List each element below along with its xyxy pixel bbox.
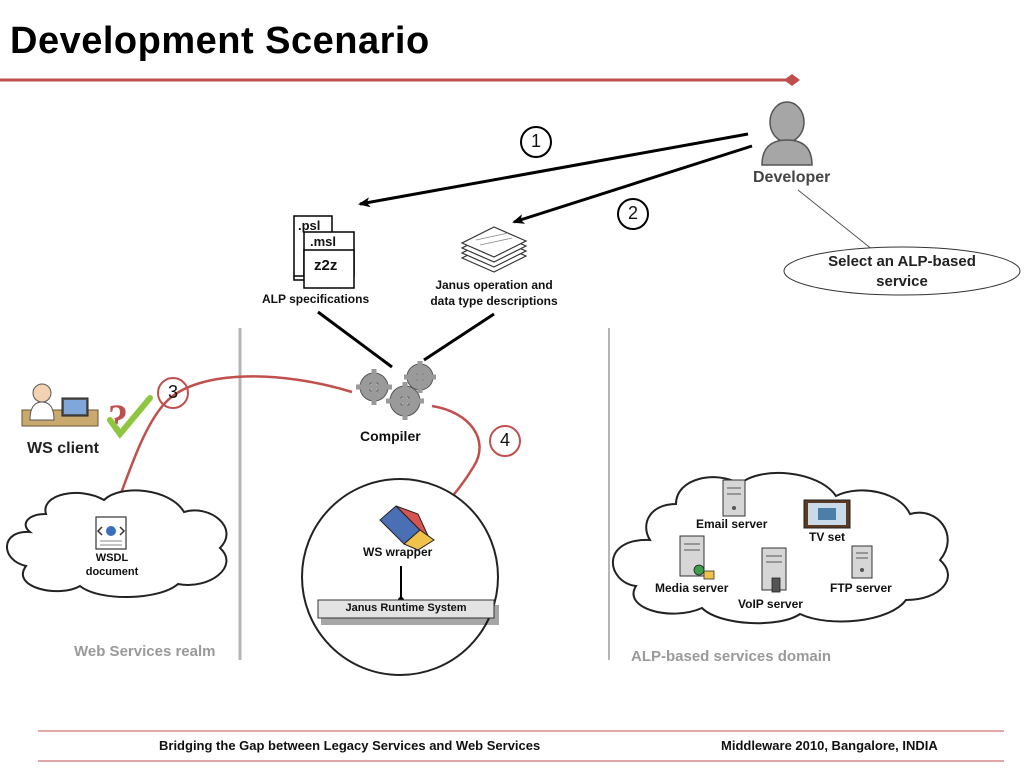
media-server-icon [679,535,715,580]
step-2-label: 2 [627,203,638,223]
janus-desc-line1: Janus operation and [435,278,553,292]
alp-specifications-label: ALP specifications [262,292,370,306]
paper-stack-icon [460,226,528,273]
voip-server-icon [761,547,787,593]
footer-left: Bridging the Gap between Legacy Services… [159,738,541,753]
line-janus-to-compiler [423,312,495,362]
runtime-label: Janus Runtime System [345,602,467,614]
wsdl-label-line1: WSDL [95,552,129,564]
ftp-server-label: FTP server [830,581,892,595]
arrow-step-3 [115,375,353,506]
tv-set-label: TV set [809,530,846,544]
line-alp-to-compiler [317,310,393,369]
title-underline [0,74,800,86]
wrapper-icon [379,505,435,551]
ws-client-label: WS client [27,440,100,457]
step-3-label: 3 [167,382,178,402]
media-server-label: Media server [655,581,729,595]
web-services-realm-label: Web Services realm [74,643,216,660]
wsdl-label-line2: document [85,566,139,578]
tv-icon [803,499,851,529]
document-stack-icon [293,215,355,289]
step-marker-3 [157,377,189,409]
voip-server-label: VoIP server [738,597,803,611]
step-1-label: 1 [530,131,541,151]
file-label-psl: .psl [298,218,321,233]
janus-desc-line2: data type descriptions [430,294,558,308]
developer-label: Developer [753,169,831,186]
ws-wrapper-label: WS wrapper [363,545,433,559]
gears-icon [356,361,436,420]
email-server-label: Email server [696,517,768,531]
step-marker-4 [489,425,521,457]
person-at-desk-icon [21,383,99,427]
arrow-step-1 [358,132,749,208]
select-note-ellipse [783,246,1021,296]
file-label-z2z: z2z [314,257,338,274]
person-icon [761,101,813,166]
slide-title: Development Scenario [10,20,430,62]
step-marker-2 [617,198,649,230]
runtime-box [317,599,499,625]
ftp-server-icon [851,545,873,579]
arrow-step-2 [512,144,753,224]
wsdl-document-icon [95,516,127,550]
file-label-msl: .msl [310,234,337,249]
step-4-label: 4 [499,430,510,450]
compiler-label: Compiler [360,428,421,444]
note-connector [797,189,874,251]
question-check-icon: ? [107,395,153,441]
email-server-icon [722,479,746,517]
step-marker-1 [520,126,552,158]
select-note-text: Select an ALP-based service [828,253,976,290]
footer-right: Middleware 2010, Bangalore, INDIA [721,738,938,753]
alp-domain-label: ALP-based services domain [631,648,832,665]
